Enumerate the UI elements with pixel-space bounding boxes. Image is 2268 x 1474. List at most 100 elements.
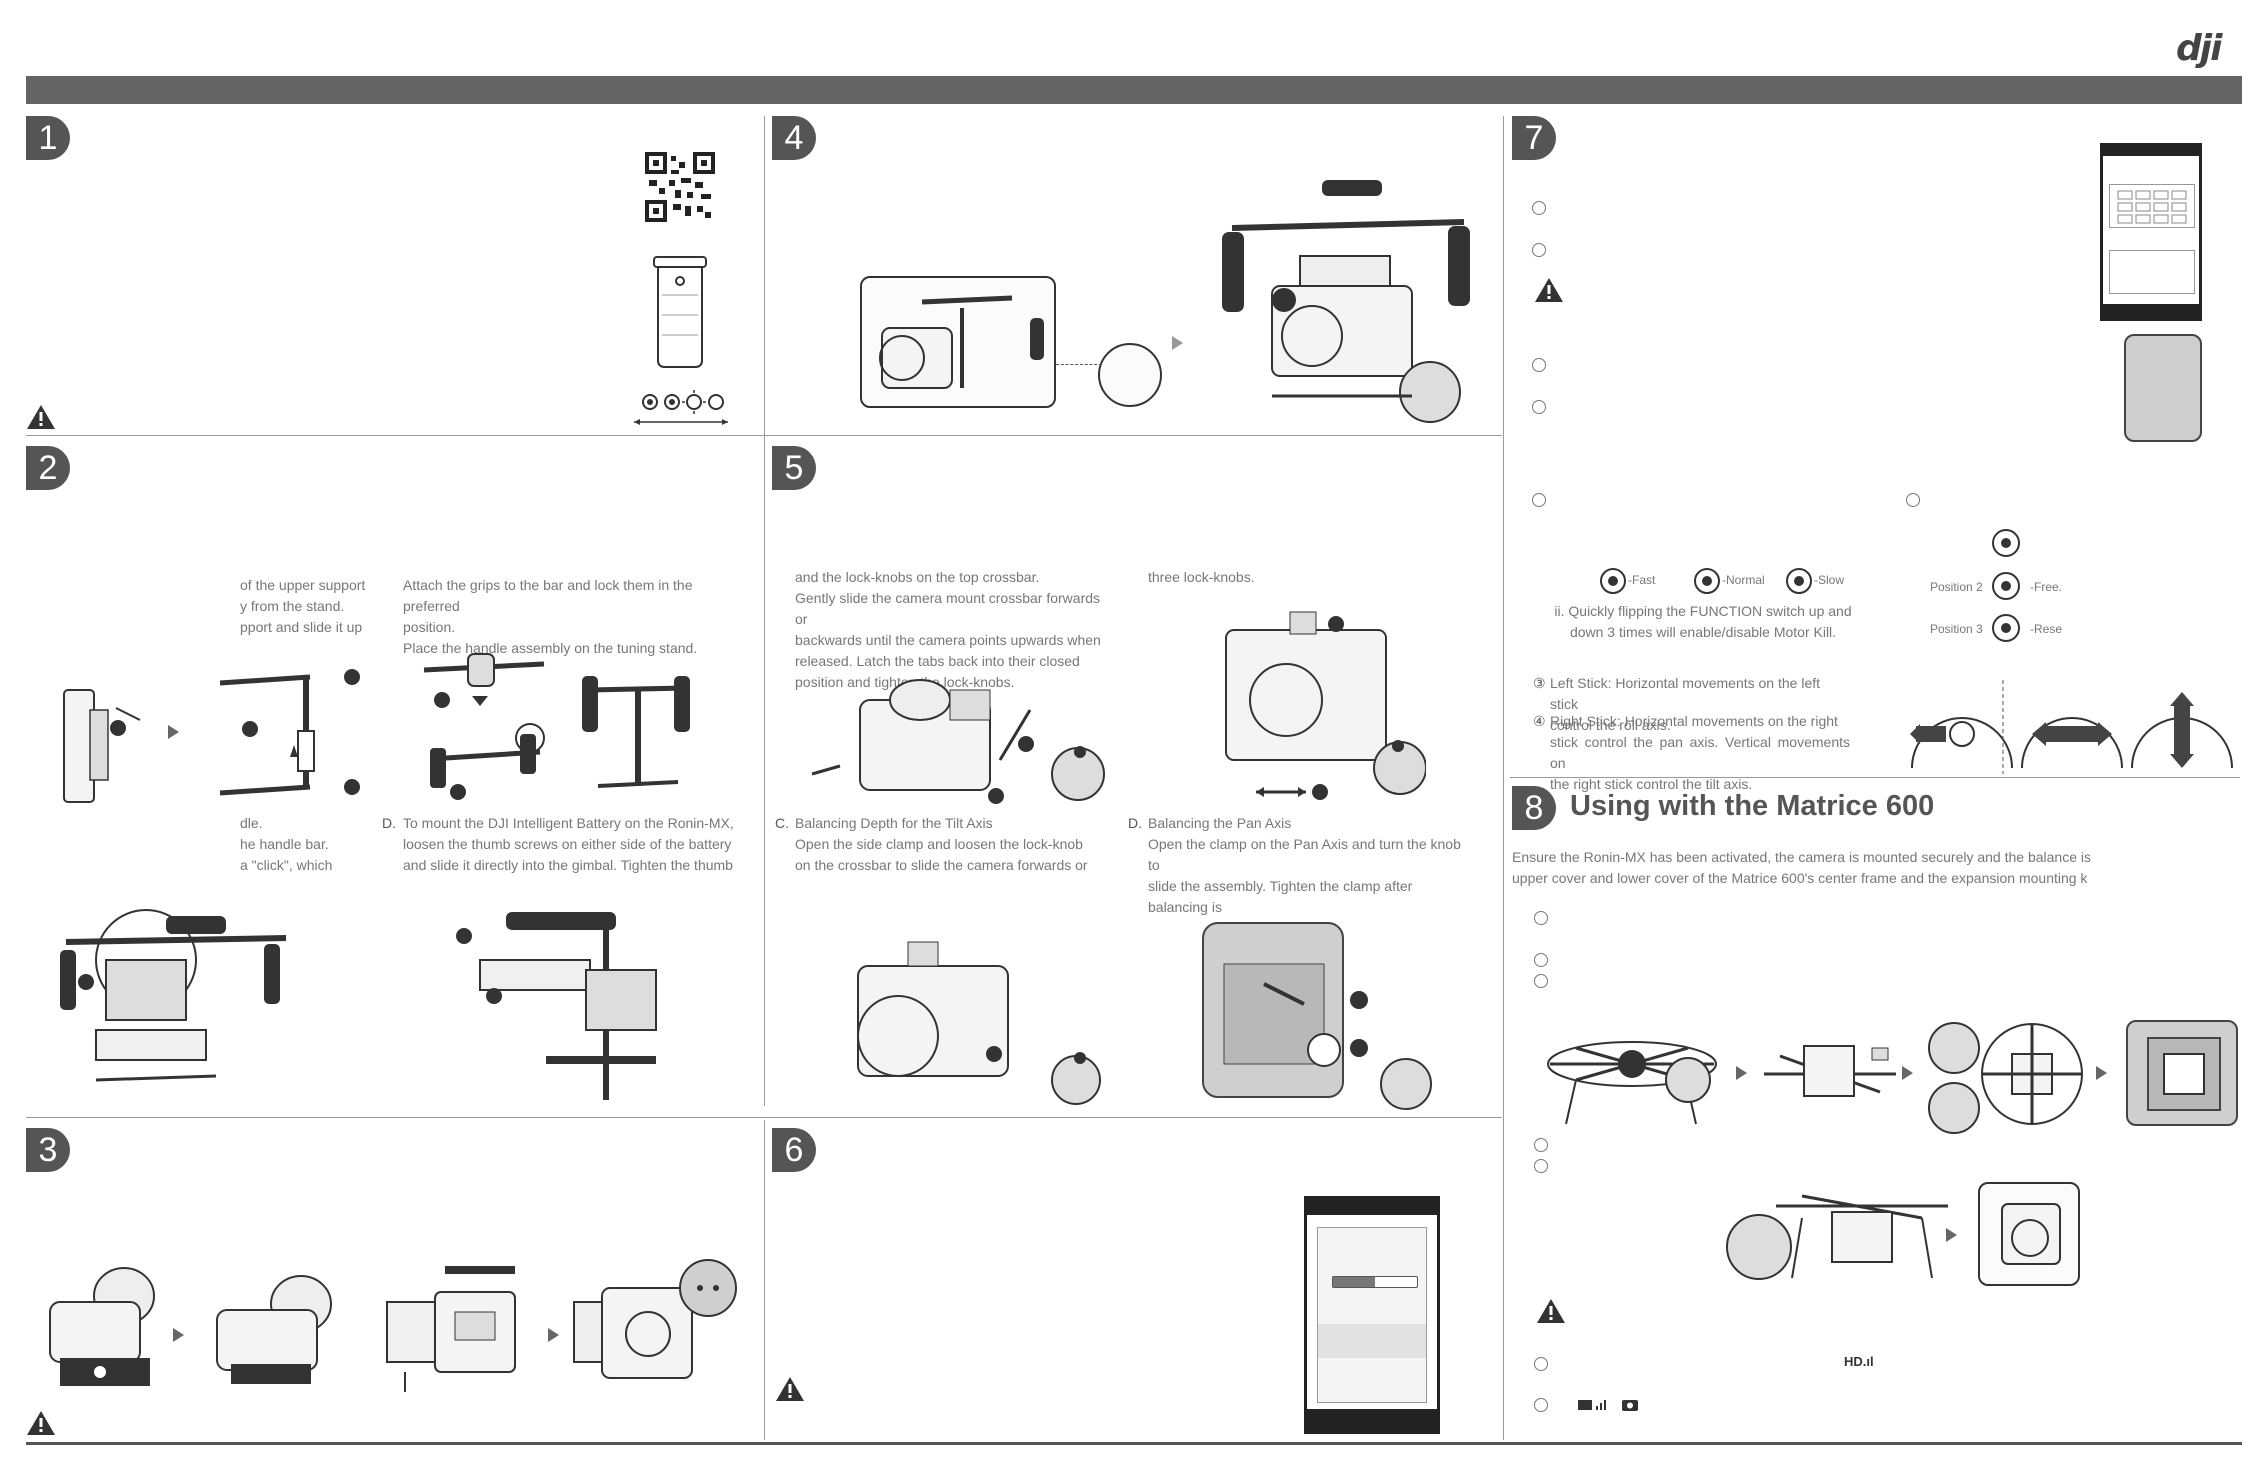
s5-col1-top-text: and the lock-knobs on the top crossbar. … (795, 569, 1101, 690)
app-settings-screen[interactable] (2100, 143, 2202, 321)
hd-signal-label: HD.ıl (1844, 1354, 1874, 1369)
position-3-label: Position 3 (1930, 622, 1983, 636)
tilt-depth-illustration (857, 941, 1101, 1105)
right-stick-text: Right Stick: Horizontal movements on the… (1550, 713, 1850, 792)
s5-step-c-body: Open the side clamp and loosen the lock-… (795, 836, 1088, 873)
s2-step-d-letter: D. (382, 815, 396, 831)
app-status-bar (2103, 146, 2199, 156)
knob-detail-illustration (1380, 1058, 1432, 1110)
row-divider (26, 435, 1502, 436)
position-3-value: -Rese (2030, 622, 2063, 636)
s2-col1-top-text: of the upper support y from the stand. p… (240, 577, 366, 635)
ronin-app-screen[interactable] (1304, 1196, 1440, 1434)
app-panel (2109, 250, 2195, 294)
bullet-circle (1534, 953, 1548, 967)
warning-icon (776, 1377, 804, 1401)
ronin-assembly-illustration (60, 909, 287, 1082)
column-divider (764, 116, 765, 1106)
bullet-circle (1534, 974, 1548, 988)
tuning-stand-illustration (63, 689, 141, 803)
tilt-axis-illustration (811, 679, 1105, 804)
section-8-intro: Ensure the Ronin-MX has been activated, … (1512, 849, 2091, 886)
app-button-grid[interactable] (2109, 184, 2195, 228)
matrice-gimbal-illustration (1776, 1194, 1948, 1279)
app-graph-band (1318, 1324, 1426, 1358)
position-2-value: -Free. (2030, 580, 2063, 594)
column-divider (1503, 116, 1504, 1440)
warning-icon (27, 405, 55, 429)
app-status-bar (1307, 1199, 1437, 1215)
speed-fast-label: -Fast (1628, 573, 1656, 587)
speed-normal-label: -Normal (1722, 573, 1765, 587)
callout-2 (1350, 1039, 1368, 1057)
s5-step-c-title: Balancing Depth for the Tilt Axis (795, 815, 993, 831)
bullet-circle (1534, 1357, 1548, 1371)
position-2-label: Position 2 (1930, 580, 1983, 594)
left-stick-text: Left Stick: Horizontal movements on the … (1550, 675, 1821, 733)
step-arrow (1736, 1066, 1747, 1080)
left-stick-number: ③ (1533, 675, 1546, 691)
handle-bar-illustration (219, 669, 360, 796)
section-6-badge: 6 (772, 1128, 816, 1172)
s5-step-d-title: Balancing the Pan Axis (1148, 815, 1292, 831)
callout-1 (1350, 991, 1368, 1009)
dashed-leader (1056, 364, 1102, 365)
mode-switch-pos2-icon (1992, 572, 2020, 600)
app-tab-bar[interactable] (2103, 304, 2199, 318)
warning-icon (27, 1411, 55, 1435)
section-1-badge: 1 (26, 116, 70, 160)
mode-switch-pos1-icon (1992, 529, 2020, 557)
gimbal-mounted-illustration (1978, 1182, 2080, 1286)
section-7-badge: 7 (1512, 116, 1556, 160)
progress-bar (1332, 1276, 1418, 1288)
matrice-bottom-illustration (1981, 1023, 2083, 1125)
lock-detail-illustration (1098, 343, 1162, 407)
step-arrow (1172, 336, 1183, 350)
section-2-badge: 2 (26, 446, 70, 490)
gimbal-handle-illustration (860, 276, 1056, 408)
matrice-frame-illustration (1764, 1045, 1896, 1097)
s5-step-d-body: Open the clamp on the Pan Axis and turn … (1148, 836, 1461, 915)
mount-closeup-illustration (2126, 1020, 2238, 1126)
step-arrow (1902, 1066, 1913, 1080)
header-bar (26, 76, 2242, 104)
speed-knob-fast-icon (1600, 568, 1626, 594)
gimbal-attach-detail-illustration (1726, 1214, 1792, 1280)
s2-col1-bottom-text: dle. he handle bar. a "click", which (240, 815, 333, 873)
battery-mount-illustration (456, 912, 657, 1100)
mode-switch-pos3-icon (1992, 614, 2020, 642)
function-switch-note: ii. Quickly flipping the FUNCTION switch… (1554, 603, 1852, 640)
s2-col2-bottom-text: To mount the DJI Intelligent Battery on … (403, 815, 734, 873)
bullet-circle (1532, 243, 1546, 257)
section-8-title: Using with the Matrice 600 (1570, 790, 1935, 822)
s5-step-c-letter: C. (775, 815, 789, 831)
bullet-circle (1534, 911, 1548, 925)
mount-detail-top-illustration (1928, 1022, 1980, 1074)
footer-line (26, 1442, 2242, 1445)
remote-stick-diagrams (1910, 680, 2233, 774)
bullet-circle (1532, 493, 1546, 507)
qr-code[interactable] (645, 152, 715, 222)
speed-knob-normal-icon (1694, 568, 1720, 594)
right-stick-number: ④ (1533, 713, 1546, 729)
ronin-full-illustration (1222, 180, 1470, 423)
speed-knob-slow-icon (1786, 568, 1812, 594)
bullet-circle (1532, 358, 1546, 372)
bullet-circle (1534, 1138, 1548, 1152)
column-divider (764, 1120, 765, 1440)
matrice-top-illustration (1547, 1041, 1717, 1125)
step-arrow (173, 1328, 184, 1342)
section-5-badge: 5 (772, 446, 816, 490)
step-arrow (2096, 1066, 2107, 1080)
grip-attach-illustration (423, 653, 545, 800)
app-tab-bar[interactable] (1307, 1409, 1437, 1431)
bullet-circle (1534, 1159, 1548, 1173)
camera-mounted-illustration (573, 1259, 737, 1379)
camera-plate-illustration-1 (49, 1267, 155, 1386)
camera-side-illustration (386, 1266, 516, 1392)
pan-clamp-detail-illustration (1202, 922, 1344, 1098)
row-divider (1510, 777, 2240, 778)
bullet-circle (1906, 493, 1920, 507)
step-arrow (548, 1328, 559, 1342)
s2-col2-top-text: Attach the grips to the bar and lock the… (403, 577, 698, 656)
